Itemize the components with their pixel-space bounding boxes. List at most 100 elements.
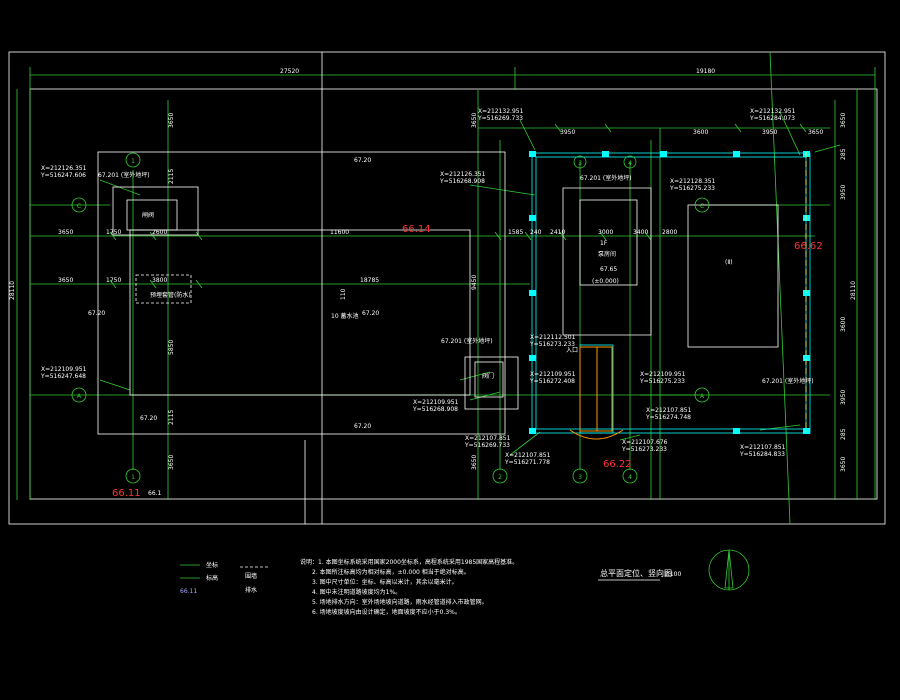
svg-text:Y=516271.778: Y=516271.778 <box>504 459 550 466</box>
axis-bubble-4-top: 4 <box>623 155 637 169</box>
svg-text:Y=516269.733: Y=516269.733 <box>477 115 523 122</box>
svg-text:4: 4 <box>628 474 632 481</box>
svg-text:67.20: 67.20 <box>362 310 379 317</box>
pool-label: 10 蓄水池 <box>331 312 359 320</box>
svg-text:1: 1 <box>131 158 135 165</box>
svg-text:Y=516268.908: Y=516268.908 <box>412 406 458 413</box>
svg-text:285: 285 <box>840 428 847 440</box>
column-markers <box>529 151 810 434</box>
svg-text:说明：: 说明： <box>300 558 318 566</box>
axis-bubble-1-bottom: 1 <box>125 468 141 484</box>
building-plan <box>529 151 811 440</box>
svg-text:240: 240 <box>530 229 542 236</box>
svg-text:19180: 19180 <box>696 68 715 75</box>
svg-text:67.20: 67.20 <box>354 157 371 164</box>
dimension-texts: 27520 19180 28110 28110 3650 1750 2600 1… <box>9 68 857 472</box>
elevation-main: 66.14 <box>402 224 431 235</box>
svg-text:1750: 1750 <box>106 229 121 236</box>
svg-text:4. 图中未注明道路坡度均为1%。: 4. 图中未注明道路坡度均为1%。 <box>312 588 401 596</box>
svg-text:3. 图中尺寸单位：坐标、标高以米计，其余以毫米计。: 3. 图中尺寸单位：坐标、标高以米计，其余以毫米计。 <box>312 578 458 586</box>
elevation-bottom-left: 66.11 <box>112 488 141 499</box>
elevation-bottom-mid: 66.22 <box>603 459 632 470</box>
svg-text:285: 285 <box>840 148 847 160</box>
stair-note: 入口 <box>566 347 578 354</box>
svg-text:2115: 2115 <box>168 410 175 425</box>
svg-text:Y=516275.233: Y=516275.233 <box>669 185 715 192</box>
north-arrow-icon <box>708 549 750 591</box>
svg-text:3650: 3650 <box>168 455 175 470</box>
svg-text:Y=516275.233: Y=516275.233 <box>639 378 685 385</box>
svg-text:X=212107.851: X=212107.851 <box>465 435 511 442</box>
axis-bubble-c-right: C <box>694 197 710 213</box>
svg-text:1: 1 <box>131 474 135 481</box>
svg-text:X=212126.351: X=212126.351 <box>41 165 87 172</box>
svg-text:67.20: 67.20 <box>140 415 157 422</box>
svg-text:2800: 2800 <box>662 229 677 236</box>
svg-text:X=212107.851: X=212107.851 <box>740 444 786 451</box>
elevation-right: 66.62 <box>794 241 823 252</box>
room-name: 泵房间 <box>598 250 616 258</box>
svg-text:Y=516284.833: Y=516284.833 <box>739 451 785 458</box>
svg-text:3950: 3950 <box>560 129 575 136</box>
svg-text:2600: 2600 <box>152 229 167 236</box>
elevation-labels: 66.14 66.62 66.22 66.11 <box>112 224 823 499</box>
svg-text:66.1: 66.1 <box>148 490 162 497</box>
svg-text:X=212128.351: X=212128.351 <box>670 178 716 185</box>
room-level: 67.65 <box>600 266 617 273</box>
svg-text:Y=516247.648: Y=516247.648 <box>40 373 86 380</box>
svg-text:9450: 9450 <box>471 275 478 290</box>
svg-text:1750: 1750 <box>106 277 121 284</box>
svg-text:X=212109.951: X=212109.951 <box>41 366 87 373</box>
svg-text:67.201 (室外地坪): 67.201 (室外地坪) <box>580 174 632 182</box>
axis-bubbles: 1 1 C A 2 3 4 3 4 C A <box>71 152 710 484</box>
room-datum: (±0.000) <box>592 278 619 285</box>
svg-text:3650: 3650 <box>808 129 823 136</box>
svg-text:X=212132.951: X=212132.951 <box>478 108 524 115</box>
axis-bubble-a-left: A <box>71 387 87 403</box>
site-elements <box>97 52 519 524</box>
square-label: 阀门 <box>482 372 494 380</box>
svg-text:5850: 5850 <box>168 340 175 355</box>
svg-text:X=212109.951: X=212109.951 <box>640 371 686 378</box>
drawing-scale: 1:100 <box>664 571 681 578</box>
svg-text:2410: 2410 <box>550 229 565 236</box>
svg-text:3400: 3400 <box>633 229 648 236</box>
dashed-box-label: 预埋套管(防水) <box>150 291 191 299</box>
outer-frame <box>8 51 886 525</box>
svg-text:Y=516273.233: Y=516273.233 <box>621 446 667 453</box>
svg-text:X=212132.951: X=212132.951 <box>750 108 796 115</box>
svg-text:4: 4 <box>628 160 632 167</box>
svg-text:3800: 3800 <box>152 277 167 284</box>
axis-bubble-3: 3 <box>572 468 588 484</box>
svg-text:3600: 3600 <box>840 317 847 332</box>
svg-text:28110: 28110 <box>9 281 16 300</box>
svg-text:67.20: 67.20 <box>88 310 105 317</box>
svg-text:28110: 28110 <box>850 281 857 300</box>
svg-text:Y=516284.073: Y=516284.073 <box>749 115 795 122</box>
axis-bubble-c-left: C <box>71 197 87 213</box>
svg-text:Y=516268.908: Y=516268.908 <box>439 178 485 185</box>
svg-text:3950: 3950 <box>762 129 777 136</box>
legend: 坐标 标高 66.11 围墙 排水 <box>180 561 270 595</box>
axis-bubble-4: 4 <box>622 468 638 484</box>
svg-text:Y=516269.733: Y=516269.733 <box>464 442 510 449</box>
svg-text:Y=516247.606: Y=516247.606 <box>40 172 86 179</box>
svg-text:3650: 3650 <box>471 455 478 470</box>
axis-bubble-a-right: A <box>694 387 710 403</box>
svg-text:110: 110 <box>340 288 347 300</box>
svg-text:3650: 3650 <box>471 113 478 128</box>
svg-text:标高: 标高 <box>206 574 218 582</box>
svg-text:Y=516274.748: Y=516274.748 <box>645 414 691 421</box>
svg-text:3650: 3650 <box>58 229 73 236</box>
design-notes: 说明： 1. 本图坐标系统采用国家2000坐标系，高程系统采用1985国家高程基… <box>300 558 518 616</box>
svg-text:X=212107.851: X=212107.851 <box>646 407 692 414</box>
svg-text:3650: 3650 <box>840 457 847 472</box>
svg-text:2115: 2115 <box>168 169 175 184</box>
svg-text:3950: 3950 <box>840 390 847 405</box>
svg-text:67.201 (室外地坪): 67.201 (室外地坪) <box>762 377 814 385</box>
svg-text:18785: 18785 <box>360 277 379 284</box>
svg-text:11600: 11600 <box>330 229 349 236</box>
svg-text:X=212109.951: X=212109.951 <box>413 399 459 406</box>
